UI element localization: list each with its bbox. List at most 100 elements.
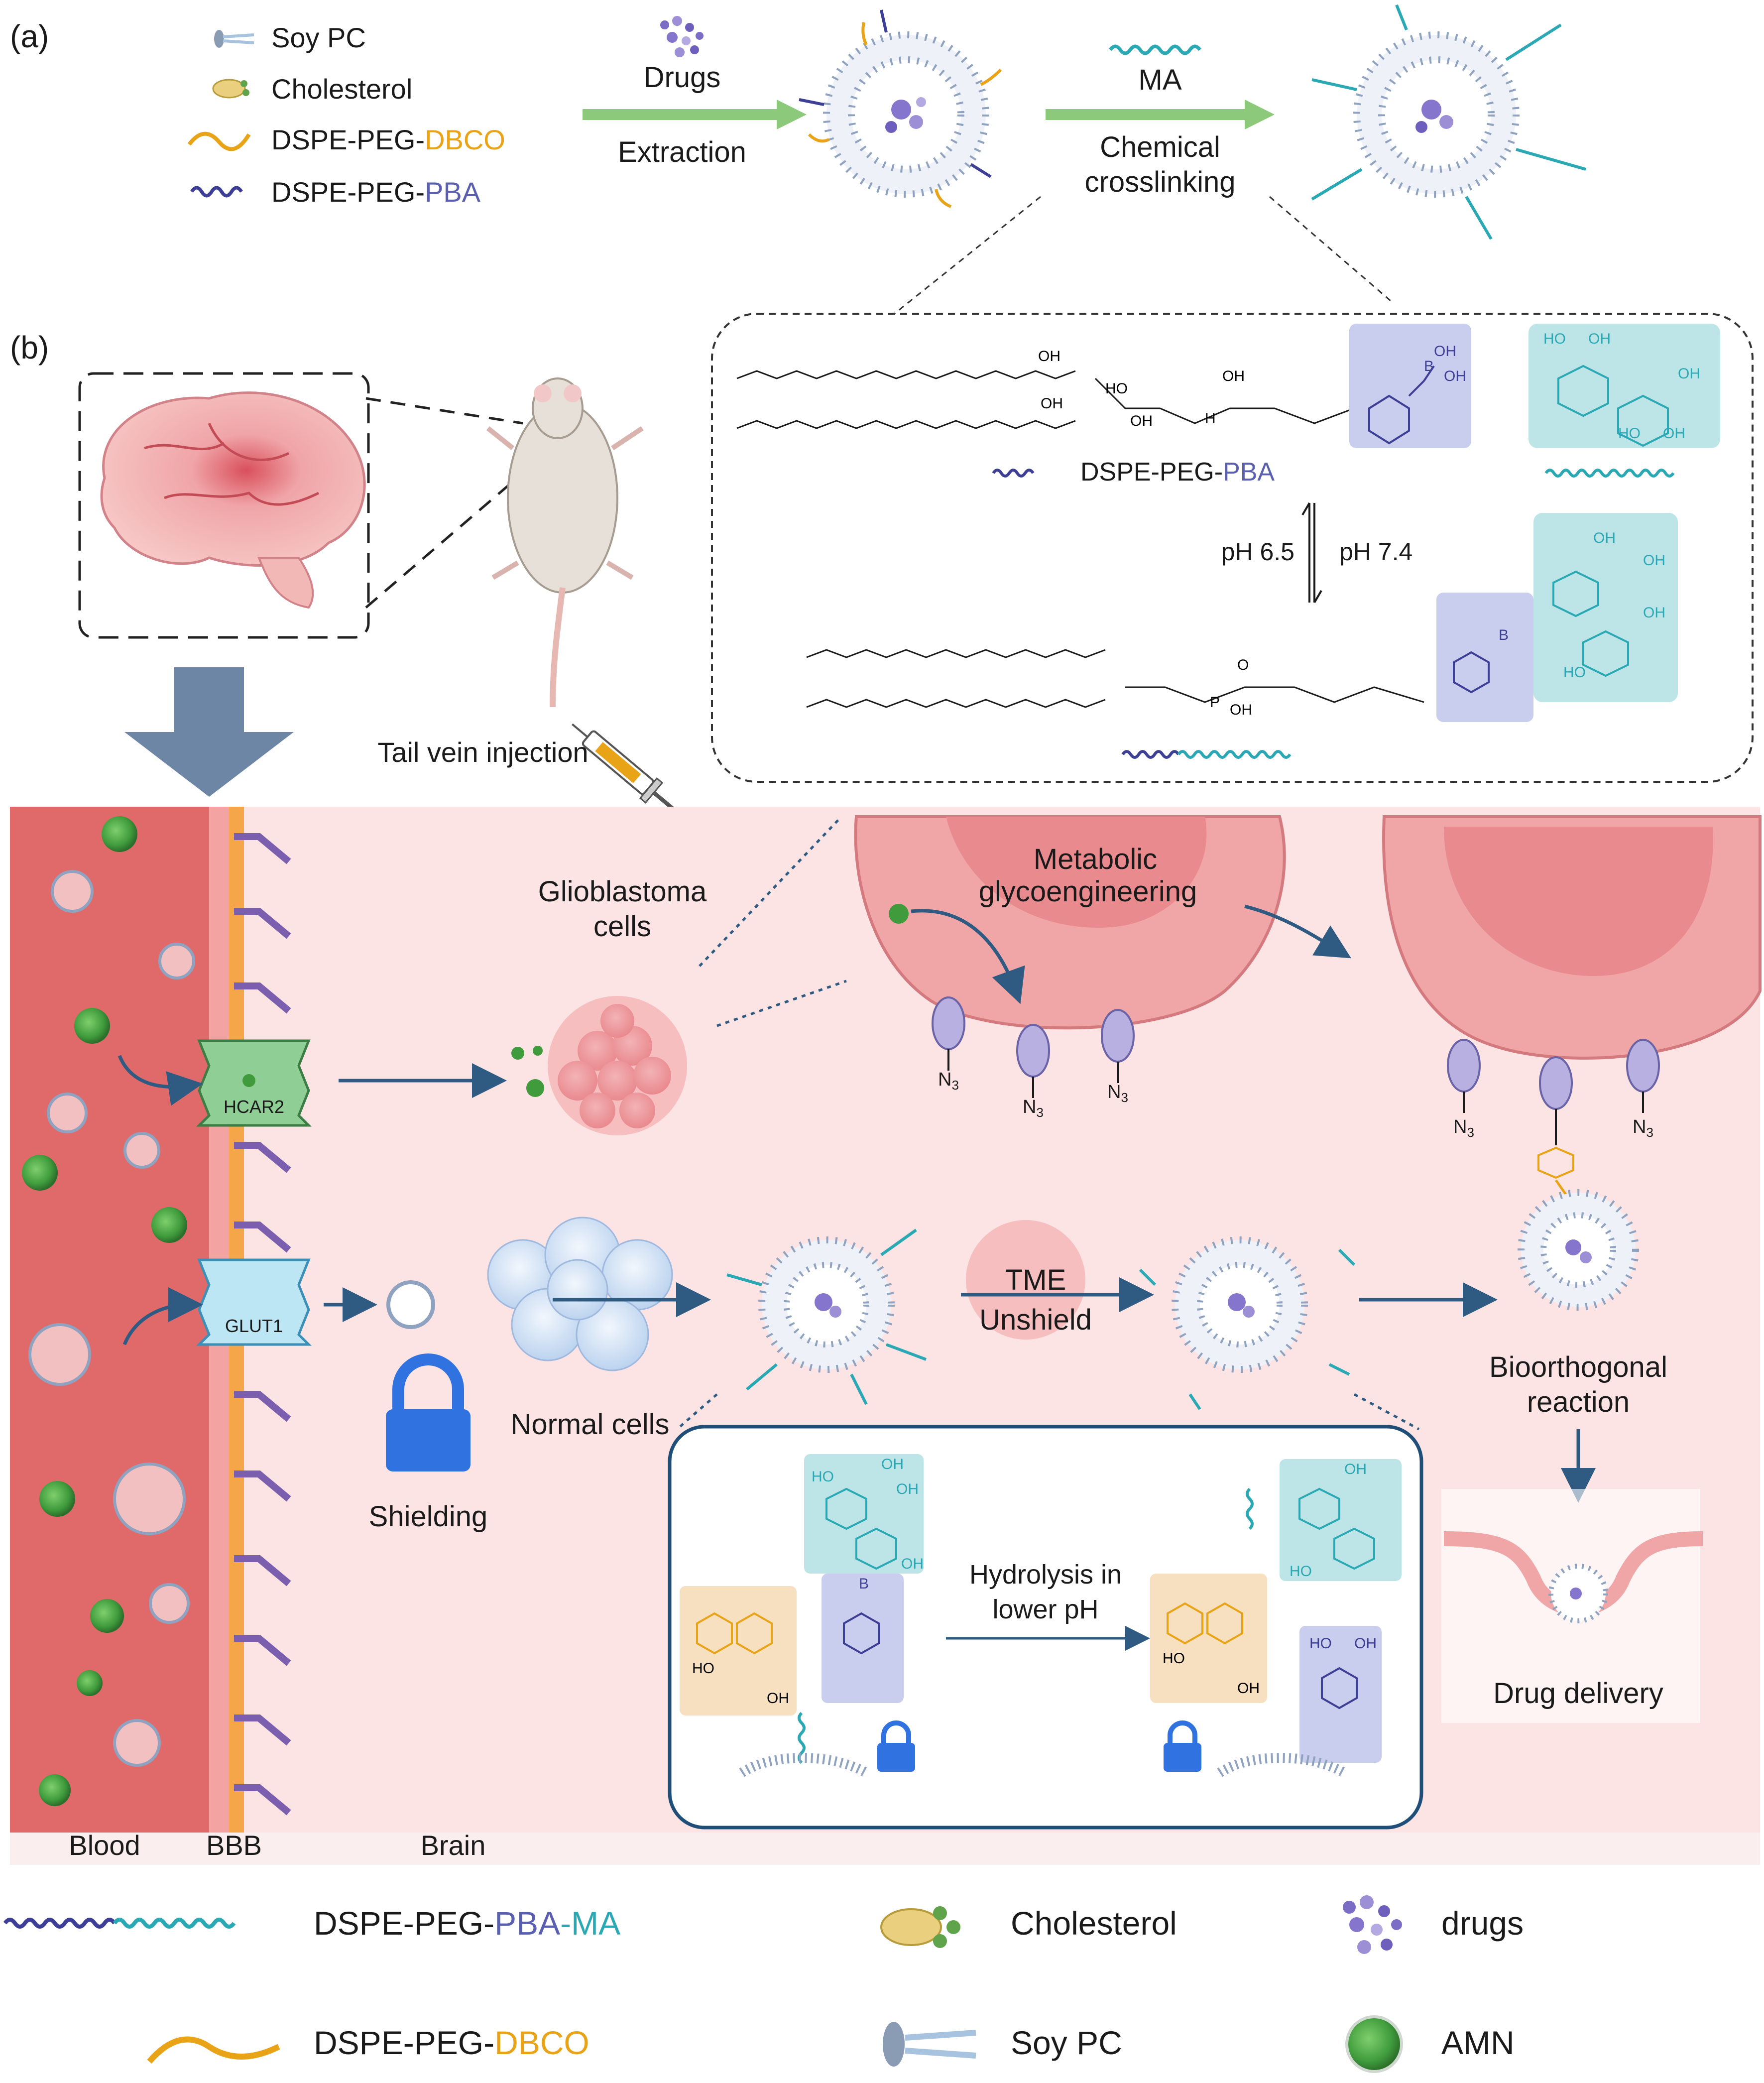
panel-a-label: (a) [10,18,49,54]
endocytosis-icon [1441,1489,1703,1723]
hyd-ho-5: HO [1309,1635,1332,1652]
hyd-ho-1: HO [812,1469,834,1485]
chem-oh-ma5: OH [1643,552,1665,569]
tme-line1: TME [1005,1264,1066,1296]
blood-label: Blood [69,1830,140,1861]
glioblastoma-cluster-icon [511,996,687,1135]
glioblastoma-line1: Glioblastoma [538,875,707,908]
zoom-lines [891,196,1395,317]
chem-o-1: O [1237,657,1249,673]
chem-ho-ma2: HO [1618,425,1641,442]
ma-sugar-highlight-2 [1533,513,1678,702]
panel-b-top: (b) Tail vein injection [10,330,677,812]
n3-label-4: N3 [1453,1116,1474,1140]
legend-dbco: DSPE-PEG-DBCO [271,124,505,155]
glioblastoma-line2: cells [593,910,651,943]
lock-icon-small-2 [1164,1720,1201,1772]
hcar2-transporter: HCAR2 [196,1039,312,1127]
ma-shielded-liposome-icon [726,1228,927,1405]
tme-line2: Unshield [979,1304,1092,1336]
pba-chain-icon [190,186,243,198]
legend-pba-ma: DSPE-PEG-PBA-MA [314,1905,620,1942]
astrocyte-feet [234,833,291,1816]
ma-sugar-highlight [1529,324,1720,448]
syringe-icon [572,723,677,812]
n3-label-2: N3 [1023,1097,1044,1120]
lock-icon-small-1 [877,1720,915,1772]
normal-cells-label: Normal cells [510,1408,669,1441]
ph-left-label: pH 6.5 [1221,538,1294,566]
brain-icon [100,391,366,609]
hyd-oh-7: OH [1354,1635,1377,1652]
tumor-cell-metabolic [854,815,1286,1098]
shielding-label: Shielding [369,1500,488,1533]
metabolic-line2: glycoengineering [979,875,1197,908]
chem-oh-b2: OH [1444,368,1466,384]
hydrolysis-line1: Hydrolysis in [969,1560,1122,1590]
cholesterol-legend-icon [880,1906,960,1948]
mouse-icon [486,377,644,708]
chem-oh-ma3: OH [1663,425,1685,442]
legend-cholesterol: Cholesterol [271,73,412,105]
brain-label: Brain [421,1830,486,1861]
hyd-oh-3: OH [901,1556,924,1572]
chem-h-1: H [1205,410,1216,427]
legend-pba: DSPE-PEG-PBA [271,176,481,208]
bottom-legend: DSPE-PEG-PBA-MA Cholesterol drugs DSPE-P… [3,1895,1524,2073]
pba-highlight-2 [1436,593,1533,722]
hyd-oh-4: OH [767,1690,789,1707]
hydrolysis-line2: lower pH [992,1594,1098,1624]
drugs-cluster-icon [660,16,704,57]
hyd-oh-5: OH [1237,1680,1260,1697]
tme-cluster-icon [966,1220,1085,1340]
chem-oh-ma1: OH [1588,331,1611,347]
brain-inset-frame [78,372,370,639]
hydrolysis-inset: OH OH HO OH B HO OH Hydrolysis in lower … [668,1393,1423,1830]
chem-ho-1: HO [1105,380,1128,397]
dbco-legend-icon [147,2036,280,2064]
chem-oh-5: OH [1230,702,1252,718]
blood-liposomes [28,870,195,1767]
bioorthogonal-line2: reaction [1527,1386,1630,1418]
chem-oh-2: OH [1041,395,1063,412]
dbco-chain-icon [187,131,251,151]
chem-oh-ma6: OH [1643,605,1665,621]
bioorthogonal-line1: Bioorthogonal [1489,1351,1667,1383]
soy-pc-legend-icon [883,2022,976,2067]
legend-bottom-dbco: DSPE-PEG-DBCO [314,2024,589,2061]
chem-ho-ma3: HO [1563,664,1586,681]
chem-oh-b: OH [1434,343,1456,360]
hyd-ho-4: HO [1290,1563,1312,1580]
ma-chain-icon [1109,44,1201,55]
crosslinked-liposome-icon [1311,4,1586,240]
chem-b: B [1424,358,1434,374]
chem-b-2: B [1499,627,1509,643]
panel-b-label: (b) [10,330,49,366]
crosslink-line2: crosslinking [1085,166,1236,198]
amn-legend-icon [1345,2015,1403,2073]
chem-oh-1: OH [1038,348,1060,365]
n3-label-5: N3 [1633,1116,1653,1140]
chem-top-caption: DSPE-PEG-PBA [1080,458,1275,487]
unshielded-liposome-icon [1139,1236,1356,1410]
crosslink-line1: Chemical [1100,131,1220,163]
extraction-label: Extraction [618,136,746,168]
glut1-transporter: GLUT1 [196,1258,312,1346]
liposome-icon [799,9,1002,208]
chem-oh-ma2: OH [1678,366,1700,382]
hyd-b-1: B [859,1576,869,1592]
hyd-ho-2: HO [692,1660,714,1677]
pba-ma-chain-icon [3,1918,117,1929]
drugs-legend-icon [1343,1895,1402,1954]
hcar2-label: HCAR2 [224,1097,284,1117]
soy-pc-icon [214,30,254,48]
ma-label: MA [1139,64,1182,96]
bbb-label: BBB [206,1830,262,1861]
ph-right-label: pH 7.4 [1339,538,1412,566]
pba-highlight [1349,324,1471,448]
amn-particles [22,816,187,1806]
chem-oh-4: OH [1222,368,1245,384]
chem-oh-3: OH [1130,413,1153,429]
cholesterol-icon [212,79,249,99]
